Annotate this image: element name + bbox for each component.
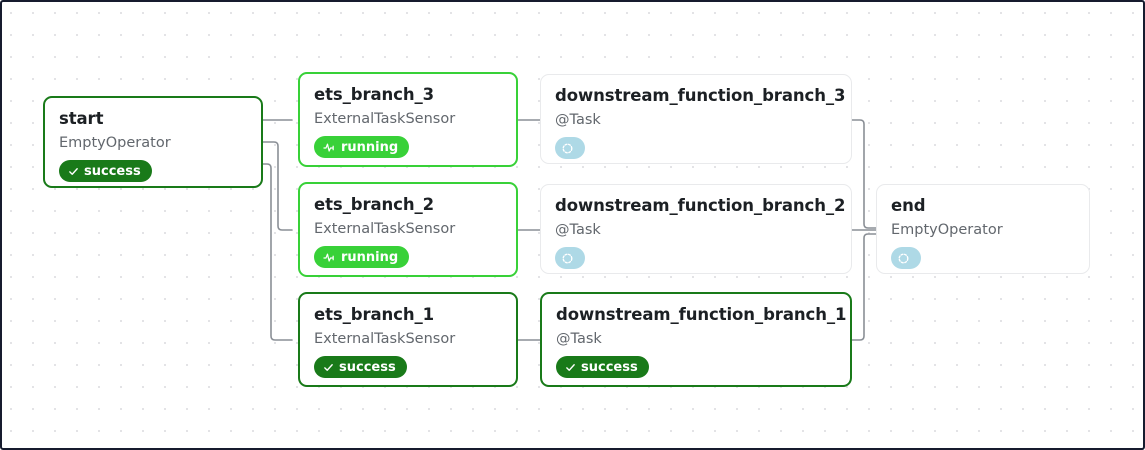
task-node-end[interactable]: end EmptyOperator xyxy=(876,184,1090,274)
node-title: ets_branch_3 xyxy=(314,85,435,104)
edge-start-to-ets_branch_1 xyxy=(262,163,293,341)
pulse-icon xyxy=(323,142,336,153)
dashed-circle-icon xyxy=(561,252,574,265)
dashed-circle-icon xyxy=(561,142,574,155)
node-subtitle: @Task xyxy=(555,221,601,238)
status-badge-pending[interactable] xyxy=(891,247,921,270)
edge-start-to-ets_branch_2 xyxy=(262,141,293,231)
task-node-downstream-function-branch-1[interactable]: downstream_function_branch_1 @Task succe… xyxy=(540,292,852,387)
task-node-downstream-function-branch-2[interactable]: downstream_function_branch_2 @Task xyxy=(540,184,852,274)
status-badge-success[interactable]: success xyxy=(59,160,152,183)
task-node-start[interactable]: start EmptyOperator success xyxy=(43,96,263,188)
node-subtitle: @Task xyxy=(556,330,602,347)
node-title: downstream_function_branch_3 xyxy=(555,86,846,105)
status-badge-label: success xyxy=(339,359,396,375)
status-badge-running[interactable]: running xyxy=(314,246,410,269)
status-badge-label: running xyxy=(341,249,399,265)
node-title: ets_branch_1 xyxy=(314,305,435,324)
check-icon xyxy=(68,166,79,177)
check-icon xyxy=(565,362,576,373)
status-badge-success[interactable]: success xyxy=(556,356,649,379)
node-title: downstream_function_branch_1 xyxy=(556,305,847,324)
node-subtitle: @Task xyxy=(555,111,601,128)
edge-downstream_3-to-end xyxy=(851,119,877,229)
status-badge-success[interactable]: success xyxy=(314,356,407,379)
status-badge-label: success xyxy=(84,163,141,179)
status-badge-pending[interactable] xyxy=(555,137,585,160)
node-title: downstream_function_branch_2 xyxy=(555,196,846,215)
status-badge-label: running xyxy=(341,139,399,155)
dashed-circle-icon xyxy=(897,252,910,265)
node-subtitle: ExternalTaskSensor xyxy=(314,220,456,237)
task-node-ets-branch-1[interactable]: ets_branch_1 ExternalTaskSensor success xyxy=(298,292,518,387)
node-title: ets_branch_2 xyxy=(314,195,435,214)
check-icon xyxy=(323,362,334,373)
task-node-ets-branch-3[interactable]: ets_branch_3 ExternalTaskSensor running xyxy=(298,72,518,167)
edge-downstream_1-to-end xyxy=(849,233,877,341)
node-subtitle: ExternalTaskSensor xyxy=(314,110,456,127)
task-node-downstream-function-branch-3[interactable]: downstream_function_branch_3 @Task xyxy=(540,74,852,164)
task-node-ets-branch-2[interactable]: ets_branch_2 ExternalTaskSensor running xyxy=(298,182,518,277)
node-title: end xyxy=(891,196,926,215)
node-subtitle: ExternalTaskSensor xyxy=(314,330,456,347)
status-badge-pending[interactable] xyxy=(555,247,585,270)
node-subtitle: EmptyOperator xyxy=(891,221,1003,238)
pulse-icon xyxy=(323,252,336,263)
status-badge-label: success xyxy=(581,359,638,375)
node-title: start xyxy=(59,109,104,128)
status-badge-running[interactable]: running xyxy=(314,136,410,159)
node-subtitle: EmptyOperator xyxy=(59,134,171,151)
